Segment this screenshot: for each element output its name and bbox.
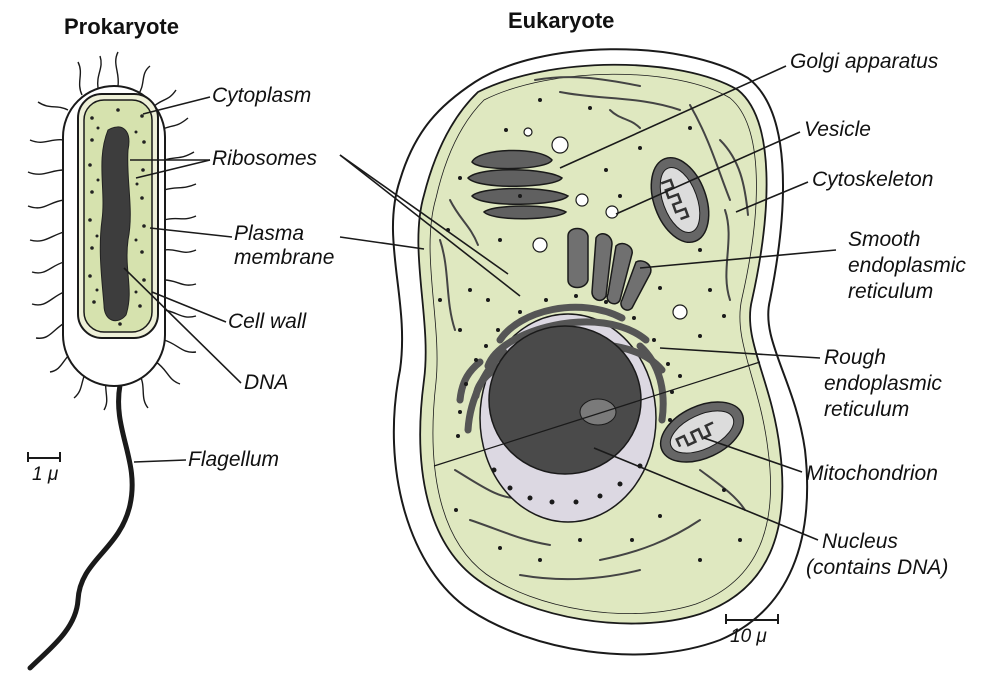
label-cell-wall: Cell wall (228, 310, 306, 334)
label-nucleus-line1: Nucleus (822, 530, 898, 554)
label-rough-er-line3: reticulum (824, 398, 909, 422)
prokaryote-title: Prokaryote (64, 14, 179, 40)
label-flagellum: Flagellum (188, 448, 279, 472)
label-golgi-apparatus: Golgi apparatus (790, 50, 938, 74)
label-rough-er-line2: endoplasmic (824, 372, 942, 396)
eukaryote-cell (393, 49, 807, 654)
label-dna: DNA (244, 371, 288, 395)
label-plasma-membrane-line1: Plasma (234, 222, 304, 246)
prokaryote-scale-label: 1 μ (32, 464, 58, 486)
label-vesicle: Vesicle (804, 118, 871, 142)
label-ribosomes: Ribosomes (212, 147, 317, 171)
prokaryote-dna (100, 127, 130, 321)
eukaryote-scale-label: 10 μ (730, 626, 767, 648)
label-smooth-er-line1: Smooth (848, 228, 920, 252)
label-nucleus-line2: (contains DNA) (806, 556, 948, 580)
nucleolus (580, 399, 616, 425)
label-mitochondrion: Mitochondrion (806, 462, 938, 486)
prokaryote-scale-bar (28, 452, 60, 462)
flagellum (30, 385, 132, 668)
label-plasma-membrane-line2: membrane (234, 246, 334, 270)
prokaryote-cell (28, 52, 196, 668)
eukaryote-title: Eukaryote (508, 8, 614, 34)
label-smooth-er-line2: endoplasmic (848, 254, 966, 278)
label-smooth-er-line3: reticulum (848, 280, 933, 304)
label-cytoskeleton: Cytoskeleton (812, 168, 933, 192)
nucleus (489, 326, 641, 474)
label-cytoplasm: Cytoplasm (212, 84, 311, 108)
label-rough-er-line1: Rough (824, 346, 886, 370)
